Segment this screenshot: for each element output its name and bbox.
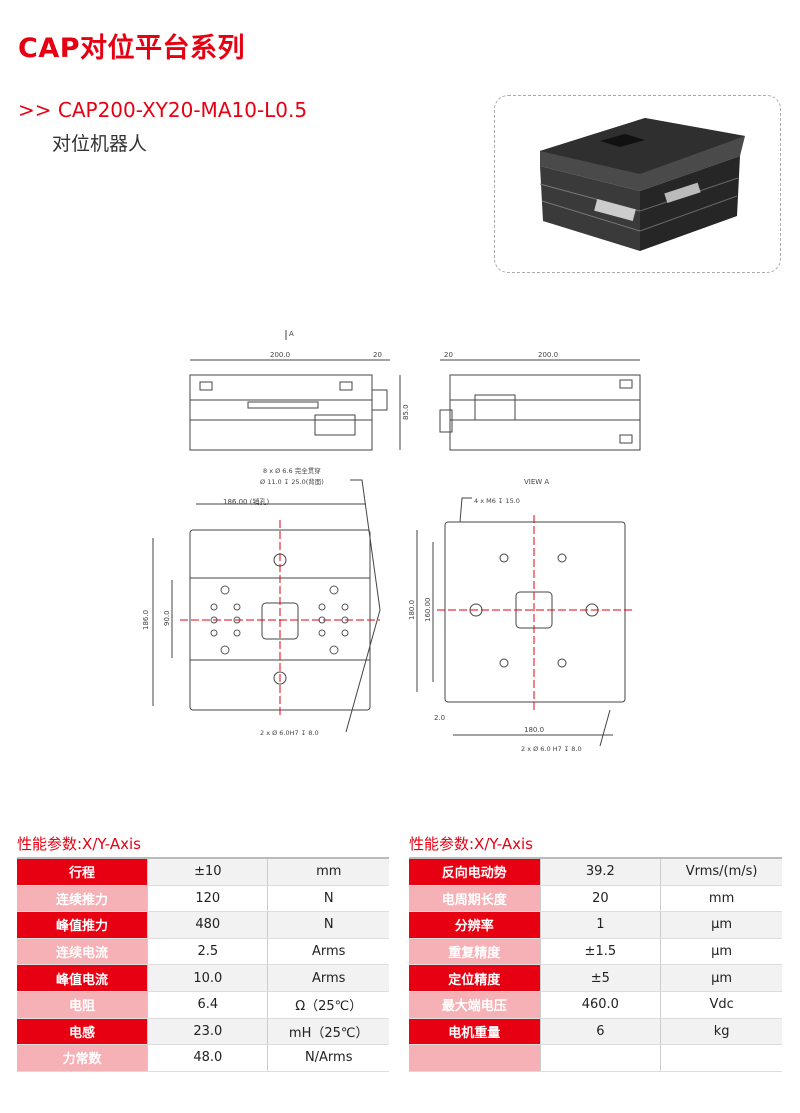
spec-label: 行程 [17,858,148,886]
spec-unit: μm [660,964,782,992]
top-pin-note: 2 x Ø 6.0H7 ↧ 8.0 [260,729,319,737]
view-a-pin-note: 2 x Ø 6.0 H7 ↧ 8.0 [521,745,582,753]
spec-label: 分辨率 [409,911,541,939]
spec-left-title: 性能参数:X/Y-Axis [17,835,141,853]
spec-label: 反向电动势 [409,858,541,886]
spec-row [409,1044,782,1072]
view-a-dim-inner: 160.00 [424,598,432,623]
spec-unit: N [267,885,389,913]
top-dim-height: 186.0 [142,610,150,630]
spec-unit: μm [660,938,782,966]
spec-unit: mm [660,885,782,913]
spec-unit: mm [267,858,389,886]
product-subtitle: 对位机器人 [52,133,148,155]
spec-label: 定位精度 [409,964,541,992]
spec-unit [660,1044,782,1072]
spec-label: 连续电流 [17,938,148,966]
product-photo-frame [494,95,781,273]
spec-value: 6.4 [147,991,268,1019]
spec-value: 23.0 [147,1018,268,1046]
spec-unit: Vrms/(m/s) [660,858,782,886]
spec-value: ±5 [539,964,661,992]
side-view-drawing: 20 200.0 [439,351,641,451]
spec-value: ±1.5 [539,938,661,966]
product-photo [539,118,745,251]
view-a-label: VIEW A [524,478,549,486]
spec-label: 重复精度 [409,938,541,966]
spec-label: 峰值推力 [17,911,148,939]
view-a-dim-outer: 180.0 [408,600,416,620]
top-view-drawing: 8 x Ø 6.6 完全贯穿 Ø 11.0 ↧ 25.0(背面) 186.00 … [142,466,381,737]
spec-label: 电感 [17,1018,148,1046]
spec-label: 最大端电压 [409,991,541,1019]
spec-label: 电阻 [17,991,148,1019]
spec-unit: μm [660,911,782,939]
spec-value: 39.2 [539,858,661,886]
spec-value: 48.0 [147,1044,268,1072]
page-title: CAP对位平台系列 [18,33,245,64]
view-a-dim-offset: 2.0 [434,714,445,722]
view-a-dim-width: 180.0 [524,726,544,734]
model-number: >> CAP200-XY20-MA10-L0.5 [18,98,308,122]
spec-unit: Arms [267,938,389,966]
spec-label [409,1044,541,1072]
side-dim-width: 200.0 [538,351,558,359]
spec-unit: N/Arms [267,1044,389,1072]
view-a-thread-note: 4 x M6 ↧ 15.0 [474,497,520,505]
dim-width: 200.0 [270,351,290,359]
spec-unit: N [267,911,389,939]
spec-unit: kg [660,1018,782,1046]
spec-unit: mH（25℃） [267,1018,389,1046]
dim-cable: 20 [373,351,382,359]
spec-label: 电周期长度 [409,885,541,913]
side-dim-cable: 20 [444,351,453,359]
spec-value: 480 [147,911,268,939]
spec-unit: Ω（25℃） [267,991,389,1019]
spec-value: 6 [539,1018,661,1046]
spec-value: 10.0 [147,964,268,992]
top-dim-inner: 90.0 [163,610,171,626]
spec-value: 2.5 [147,938,268,966]
spec-right-title: 性能参数:X/Y-Axis [409,835,533,853]
spec-label: 力常数 [17,1044,148,1072]
spec-label: 峰值电流 [17,964,148,992]
spec-value: 1 [539,911,661,939]
front-view-drawing: A 200.0 20 85.0 [189,330,410,451]
spec-unit: Vdc [660,991,782,1019]
spec-value [539,1044,661,1072]
top-note-2: Ø 11.0 ↧ 25.0(背面) [260,477,324,486]
spec-value: 120 [147,885,268,913]
view-arrow-label: A [289,330,294,338]
dim-height: 85.0 [402,404,410,420]
top-note-1: 8 x Ø 6.6 完全贯穿 [263,466,321,475]
spec-value: 20 [539,885,661,913]
spec-label: 连续推力 [17,885,148,913]
top-pin-span: 186.00 (销孔) [223,497,269,506]
spec-value: ±10 [147,858,268,886]
spec-value: 460.0 [539,991,661,1019]
spec-unit: Arms [267,964,389,992]
spec-label: 电机重量 [409,1018,541,1046]
view-a-drawing: VIEW A 4 x M6 ↧ 15.0 180.0 160.00 2.0 18… [408,478,632,753]
